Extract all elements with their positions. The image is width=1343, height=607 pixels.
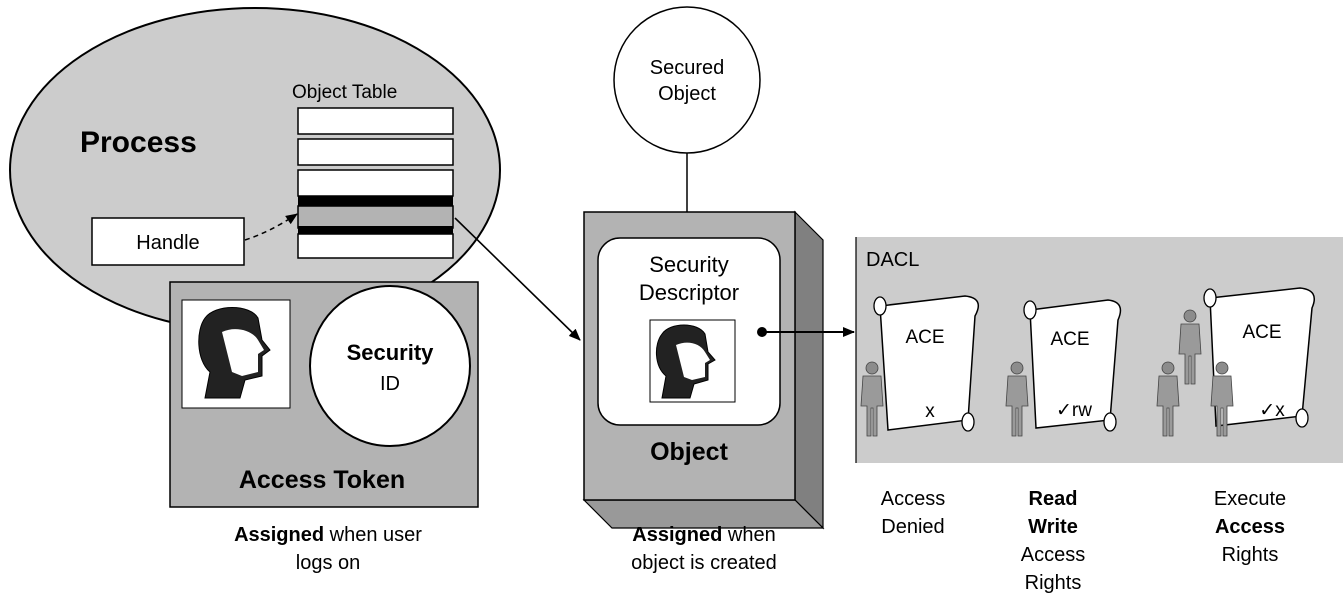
object-table-label: Object Table — [292, 82, 397, 103]
security-descriptor-line1: Security — [649, 252, 728, 277]
ace-caption-3: Execute Access Rights — [1214, 488, 1286, 566]
access-token-label: Access Token — [239, 466, 405, 494]
svg-text:Write: Write — [1028, 516, 1078, 538]
ace-scroll-2 — [1023, 299, 1122, 432]
svg-text:Execute: Execute — [1214, 488, 1286, 510]
secured-object-line2: Object — [658, 83, 716, 105]
descriptor-face-icon — [656, 324, 716, 399]
ace-label-2: ACE — [1050, 329, 1089, 350]
security-descriptor-line2: Descriptor — [639, 280, 739, 305]
handle-box — [91, 217, 245, 266]
dacl-label: DACL — [866, 249, 919, 271]
svg-text:Access: Access — [1215, 516, 1285, 538]
ace-label-3: ACE — [1242, 322, 1281, 343]
ace-caption-1: Access Denied — [881, 488, 945, 538]
svg-text:Rights: Rights — [1222, 544, 1279, 566]
token-caption-line1: Assigned when user — [234, 524, 422, 546]
ace-mark-1: x — [925, 401, 935, 422]
token-caption-line2: logs on — [296, 552, 361, 574]
object-table — [297, 107, 454, 259]
user-face-icon — [198, 307, 271, 399]
object-caption-line1: Assigned when — [632, 524, 775, 546]
secured-object-circle — [613, 6, 761, 154]
table-to-object-arrow — [454, 217, 581, 341]
svg-text:Rights: Rights — [1025, 572, 1082, 594]
ace-scroll-3 — [1203, 287, 1315, 428]
security-id-line1: Security — [347, 340, 435, 365]
security-id-circle — [309, 285, 471, 447]
process-label: Process — [80, 126, 197, 159]
secured-object-line1: Secured — [650, 57, 725, 79]
handle-arrow — [244, 213, 298, 241]
ace-scroll-1 — [873, 295, 980, 432]
svg-text:Read: Read — [1029, 488, 1078, 510]
object-caption-line2: object is created — [631, 552, 777, 574]
ace-mark-3: ✓x — [1259, 400, 1285, 421]
svg-text:Access: Access — [881, 488, 945, 510]
svg-text:Access: Access — [1021, 544, 1085, 566]
ace-label-1: ACE — [905, 327, 944, 348]
object-label: Object — [650, 438, 728, 466]
ace-mark-2: ✓rw — [1056, 400, 1092, 421]
svg-text:Denied: Denied — [881, 516, 944, 538]
security-id-line2: ID — [380, 373, 400, 395]
handle-label: Handle — [136, 232, 199, 254]
ace-caption-2: Read Write Access Rights — [1021, 488, 1085, 594]
